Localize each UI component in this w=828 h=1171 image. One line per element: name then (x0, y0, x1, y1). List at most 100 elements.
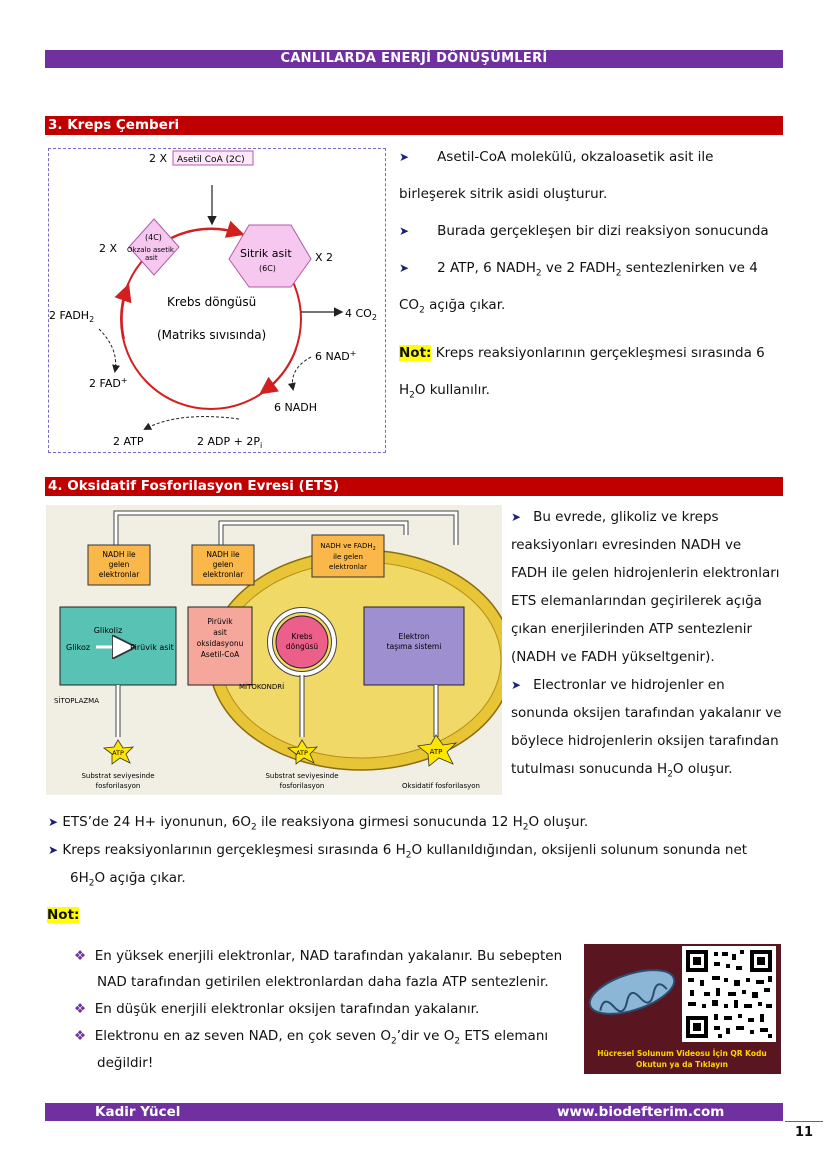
krebs-text-2: ➤Burada gerçekleşen bir dizi reaksiyon s… (399, 223, 769, 239)
pyr-l4: Asetil-CoA (201, 650, 240, 659)
page-header: CANLILARDA ENERJİ DÖNÜŞÜMLERİ (45, 50, 783, 68)
sub2-l1: Substrat seviyesinde (265, 772, 338, 780)
pyr-l1: Pirüvik (207, 617, 233, 626)
nadh-box-2 (191, 544, 255, 586)
atp-1-label: ATP (112, 749, 124, 757)
nadh-box-1-l2: gelen (109, 560, 130, 569)
nadh-fadh-l3: elektronlar (329, 563, 367, 571)
krebs-circle (275, 615, 329, 669)
co2-label: 4 CO2 (345, 307, 377, 322)
nadh-box-1 (87, 544, 151, 586)
nadh-label: 6 NADH (274, 401, 317, 414)
acetyl-mult: 2 X (149, 152, 167, 165)
ets-text-2: reaksiyonları evresinden NADH ve (511, 537, 742, 553)
note-item-2: ❖ En düşük enerjili elektronlar oksijen … (74, 1001, 480, 1017)
krebs-cycle-svg: 2 X Asetil CoA (2C) 2 X (4C) Okzalo aset… (49, 150, 377, 450)
oxalo-label-2: asit (145, 254, 158, 262)
pyr-l2: asit (213, 628, 227, 637)
nadh-box-1-l3: elektronlar (99, 570, 141, 579)
ets-text-1: ➤Bu evrede, glikoliz ve kreps (511, 509, 719, 525)
note-item-1b: NAD tarafından getirilen elektronlardan … (97, 974, 549, 990)
qr-caption-2: Okutun ya da Tıklayın (636, 1060, 728, 1069)
krebs-cycle-title: Krebs döngüsü (167, 295, 256, 309)
qr-video-link[interactable]: Hücresel Solunum Videosu İçin QR Kodu Ok… (584, 944, 781, 1074)
ets-text-6: (NADH ve FADH yükseltgenir). (511, 649, 715, 665)
footer-author: Kadir Yücel (95, 1104, 181, 1120)
nadh-fadh-box (311, 534, 385, 578)
nadh-box-2-l3: elektronlar (203, 570, 245, 579)
glucose-label: Glikoz (66, 643, 90, 652)
krebs-note-2: H2O kullanılır. (399, 382, 490, 401)
qr-art: Hücresel Solunum Videosu İçin QR Kodu Ok… (584, 944, 781, 1074)
oxalo-mult: 2 X (99, 242, 117, 255)
ets-box (363, 606, 465, 686)
ets-text-8: sonunda oksijen tarafından yakalanır ve (511, 705, 782, 721)
krebs-l1: Krebs (291, 632, 312, 641)
krebs-l2: döngüsü (286, 642, 319, 651)
fadh2-label: 2 FADH2 (49, 309, 94, 324)
citric-mult: X 2 (315, 251, 333, 264)
atp-2-label: ATP (296, 749, 308, 757)
note-item-3: ❖ Elektronu en az seven NAD, en çok seve… (74, 1028, 549, 1047)
ets-text-7: ➤Electronlar ve hidrojenler en (511, 677, 725, 693)
adp-label: 2 ADP + 2Pi (197, 435, 262, 450)
ets-text-10: tutulması sonucunda H2O oluşur. (511, 761, 733, 780)
nadh-box-2-l1: NADH ile (206, 550, 240, 559)
citric-carbon: (6C) (259, 264, 276, 273)
krebs-text-4: CO2 açığa çıkar. (399, 297, 506, 316)
section-4-title: 4. Oksidatif Fosforilasyon Evresi (ETS) (45, 477, 783, 496)
pyruvic-oxidation-box (187, 606, 253, 686)
bullet-1: ➤ ETS’de 24 H+ iyonunun, 6O2 ile reaksiy… (48, 814, 589, 833)
ets-svg: NADH ile gelen elektronlar NADH ile gele… (54, 510, 514, 790)
krebs-cycle-diagram: 2 X Asetil CoA (2C) 2 X (4C) Okzalo aset… (48, 148, 386, 453)
sub1-l1: Substrat seviyesinde (81, 772, 154, 780)
sub2-l2: fosforilasyon (280, 782, 325, 790)
nad-label: 6 NAD+ (315, 349, 356, 363)
bullet-2-cont: 6H2O açığa çıkar. (70, 870, 186, 889)
nadh-box-1-l1: NADH ile (102, 550, 136, 559)
atp-3-label: ATP (430, 748, 443, 756)
mitochondria-label: MİTOKONDRİ (239, 682, 284, 691)
glycolysis-label: Glikoliz (94, 626, 123, 635)
atp-label: 2 ATP (113, 435, 144, 448)
oxalo-label-1: Okzalo asetik (127, 246, 175, 254)
atp-star-1 (102, 739, 135, 765)
note-item-1: ❖ En yüksek enerjili elektronlar, NAD ta… (74, 948, 563, 964)
oxphos-label: Oksidatif fosforilasyon (402, 782, 480, 790)
ets-diagram: NADH ile gelen elektronlar NADH ile gele… (46, 505, 514, 795)
atp-star-3 (417, 734, 458, 767)
krebs-cycle-sub: (Matriks sıvısında) (157, 328, 266, 342)
acetyl-coa-label: Asetil CoA (2C) (177, 155, 245, 165)
krebs-text-1b: birleşerek sitrik asidi oluşturur. (399, 186, 608, 202)
krebs-text-1: ➤Asetil-CoA molekülü, okzaloasetik asit … (399, 149, 714, 165)
pyruvic-label: Pirüvik asit (130, 643, 174, 652)
footer-website-link[interactable]: www.biodefterim.com (557, 1104, 725, 1120)
ets-l1: Elektron (399, 632, 430, 641)
ets-text-4: ETS elemanlarından geçirilerek açığa (511, 593, 762, 609)
fad-label: 2 FAD+ (89, 376, 128, 390)
page-number: 11 (785, 1121, 823, 1140)
citric-label: Sitrik asit (240, 247, 292, 260)
citric-acid-shape (228, 224, 312, 288)
ets-l2: taşıma sistemi (387, 642, 442, 651)
krebs-note: Not: Kreps reaksiyonlarının gerçekleşmes… (399, 345, 765, 361)
ets-text-5: çıkan enerjilerinden ATP sentezlenir (511, 621, 753, 637)
sub1-l2: fosforilasyon (96, 782, 141, 790)
pyr-l3: oksidasyonu (197, 639, 244, 648)
oxaloacetic-shape (128, 218, 180, 276)
atp-star-2 (286, 739, 319, 765)
qr-caption-1: Hücresel Solunum Videosu İçin QR Kodu (597, 1049, 766, 1058)
krebs-text-3: ➤2 ATP, 6 NADH2 ve 2 FADH2 sentezlenirke… (399, 260, 758, 279)
note-label: Not: (47, 907, 80, 923)
section-3-title: 3. Kreps Çemberi (45, 116, 783, 135)
cytoplasm-label: SİTOPLAZMA (54, 696, 99, 705)
oxalo-carbon: (4C) (145, 233, 162, 242)
nadh-fadh-l1: NADH ve FADH2 (320, 542, 376, 552)
bullet-2: ➤ Kreps reaksiyonlarının gerçekleşmesi s… (48, 842, 748, 861)
nadh-fadh-l2: ile gelen (333, 553, 363, 561)
ets-text-9: böylece hidrojenlerin oksijen tarafından (511, 733, 779, 749)
nadh-box-2-l2: gelen (213, 560, 234, 569)
note-item-3b: değildir! (97, 1055, 154, 1071)
page-footer: Kadir Yücel www.biodefterim.com (45, 1103, 783, 1121)
ets-text-3: FADH ile gelen hidrojenlerin elektronlar… (511, 565, 780, 581)
